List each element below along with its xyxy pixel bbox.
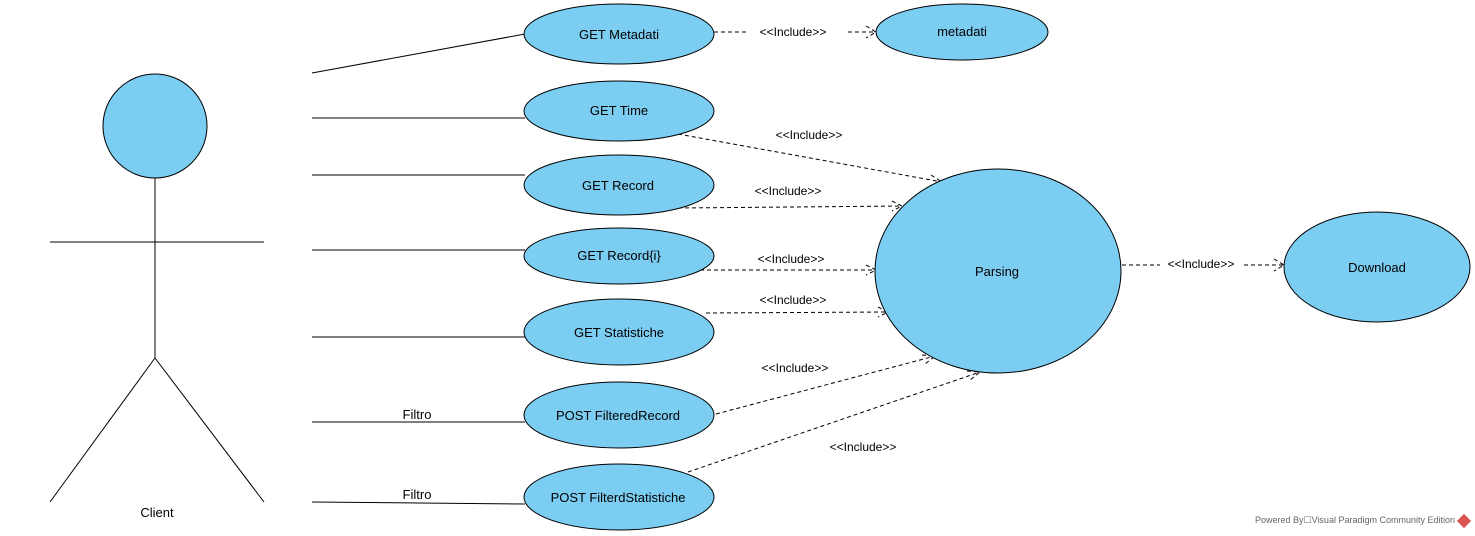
stereotype-label: <<Include>> bbox=[830, 440, 897, 454]
assoc-post-filterd-statistiche bbox=[311, 501, 526, 505]
actor-right-leg bbox=[154, 357, 265, 503]
footer-text: Powered By☐Visual Paradigm Community Edi… bbox=[1255, 515, 1455, 525]
use-case-metadati[interactable]: metadati bbox=[875, 3, 1049, 61]
include-statistiche-parsing: <<Include>> bbox=[705, 293, 890, 318]
use-case-label: metadati bbox=[937, 24, 987, 39]
actor-label: Client bbox=[140, 505, 174, 520]
actor-client[interactable]: Client bbox=[49, 73, 265, 520]
include-filterd-statistiche-parsing: <<Include>> bbox=[687, 370, 982, 473]
stereotype-label: <<Include>> bbox=[776, 128, 843, 142]
use-case-label: Download bbox=[1348, 260, 1406, 275]
use-case-parsing[interactable]: Parsing bbox=[874, 168, 1122, 374]
actor-head bbox=[102, 73, 208, 179]
use-case-get-metadati[interactable]: GET Metadati bbox=[523, 3, 715, 65]
assoc-label-filtro: Filtro bbox=[403, 487, 432, 502]
use-case-get-record[interactable]: GET Record bbox=[523, 154, 715, 216]
use-case-label: Parsing bbox=[975, 264, 1019, 279]
use-case-get-statistiche[interactable]: GET Statistiche bbox=[523, 298, 715, 366]
stereotype-label: <<Include>> bbox=[758, 252, 825, 266]
use-case-label: GET Record{i} bbox=[577, 248, 661, 263]
use-case-label: GET Time bbox=[590, 103, 648, 118]
use-case-label: GET Statistiche bbox=[574, 325, 664, 340]
use-case-label: GET Metadati bbox=[579, 27, 659, 42]
include-metadati: <<Include>> bbox=[714, 25, 877, 39]
include-record-i-parsing: <<Include>> bbox=[700, 252, 878, 276]
footer-watermark: Powered By☐Visual Paradigm Community Edi… bbox=[1255, 513, 1472, 528]
include-filtered-record-parsing: <<Include>> bbox=[715, 354, 937, 415]
stereotype-label: <<Include>> bbox=[760, 25, 827, 39]
stereotype-label: <<Include>> bbox=[1168, 257, 1235, 271]
visual-paradigm-logo-icon bbox=[1456, 513, 1472, 528]
use-case-get-time[interactable]: GET Time bbox=[523, 80, 715, 142]
actor-left-leg bbox=[49, 357, 156, 503]
assoc-label-filtro: Filtro bbox=[403, 407, 432, 422]
include-time-parsing: <<Include>> bbox=[677, 128, 944, 187]
use-case-download[interactable]: Download bbox=[1283, 211, 1471, 323]
use-case-label: GET Record bbox=[582, 178, 654, 193]
use-case-get-record-i[interactable]: GET Record{i} bbox=[523, 227, 715, 285]
include-parsing-download: <<Include>> bbox=[1122, 257, 1285, 272]
use-case-post-filtered-record[interactable]: POST FilteredRecord bbox=[523, 381, 715, 449]
include-record-parsing: <<Include>> bbox=[677, 184, 904, 212]
stereotype-label: <<Include>> bbox=[762, 361, 829, 375]
use-case-label: POST FilterdStatistiche bbox=[551, 490, 686, 505]
use-case-label: POST FilteredRecord bbox=[556, 408, 680, 423]
stereotype-label: <<Include>> bbox=[760, 293, 827, 307]
assoc-get-metadati bbox=[311, 33, 526, 74]
stereotype-label: <<Include>> bbox=[755, 184, 822, 198]
use-case-post-filterd-statistiche[interactable]: POST FilterdStatistiche bbox=[523, 463, 715, 531]
